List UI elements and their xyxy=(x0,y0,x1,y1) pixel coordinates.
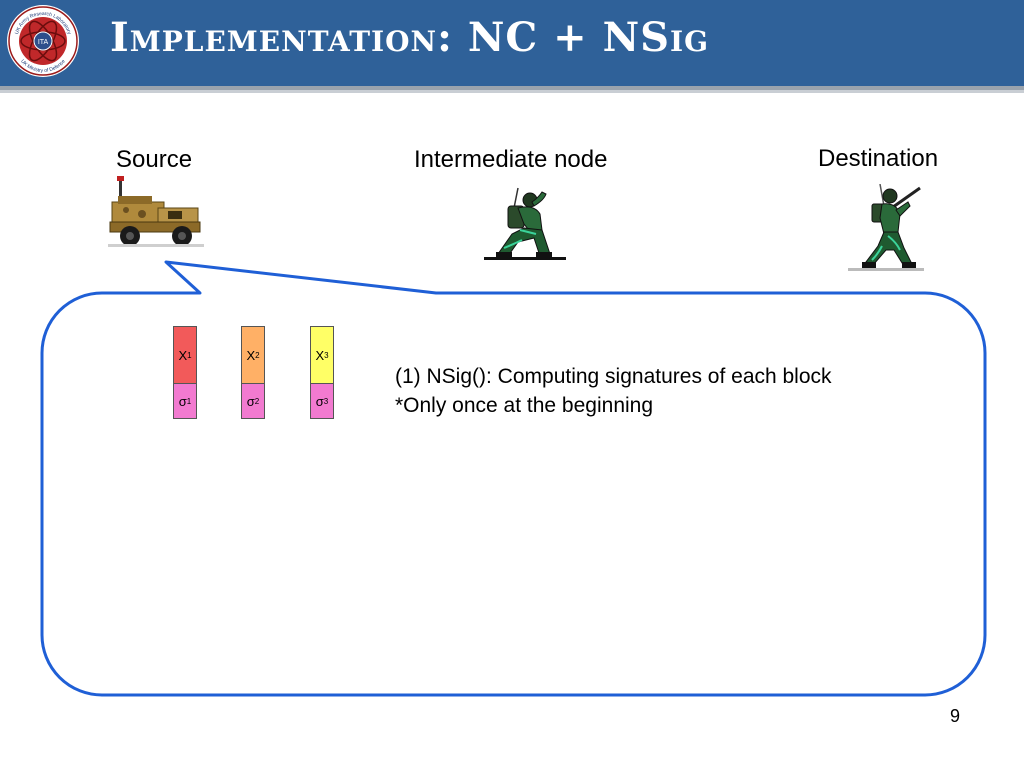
source-label: Source xyxy=(116,146,193,173)
description-line-1: (1) NSig(): Computing signatures of each… xyxy=(395,365,832,388)
block-3-sig-base: σ xyxy=(315,393,324,409)
destination-label: Destination xyxy=(818,145,939,172)
description-line-2: *Only once at the beginning xyxy=(395,394,654,417)
block-3-x-sub: 3 xyxy=(324,350,329,360)
block-1-sig-sub: 1 xyxy=(186,396,192,406)
block-3-x-base: X xyxy=(315,347,325,363)
block-1-x-sub: 1 xyxy=(187,350,192,360)
description: (1) NSig(): Computing signatures of each… xyxy=(395,362,832,420)
intermediate-node-label: Intermediate node xyxy=(414,146,608,173)
military-truck-icon xyxy=(108,176,204,247)
kneeling-soldier-radio-icon xyxy=(484,187,566,260)
slide-title: Implementation: NC + NSig xyxy=(110,14,710,61)
title-bar: ITA UK Army Research Laboratory UK Minis… xyxy=(0,0,1024,86)
block-2-sig-sub: 2 xyxy=(254,396,260,406)
ita-logo-icon: ITA UK Army Research Laboratory UK Minis… xyxy=(7,5,79,77)
walking-soldier-rifle-icon xyxy=(848,184,924,271)
page-number: 9 xyxy=(950,706,961,726)
block-2-x-base: X xyxy=(246,347,256,363)
block-2-x-sub: 2 xyxy=(255,350,260,360)
logo-center-text: ITA xyxy=(38,39,49,46)
block-2-sig-base: σ xyxy=(246,393,255,409)
block-1-x-base: X xyxy=(178,347,188,363)
block-3-sig-sub: 3 xyxy=(323,396,329,406)
block-1-sig-base: σ xyxy=(178,393,187,409)
